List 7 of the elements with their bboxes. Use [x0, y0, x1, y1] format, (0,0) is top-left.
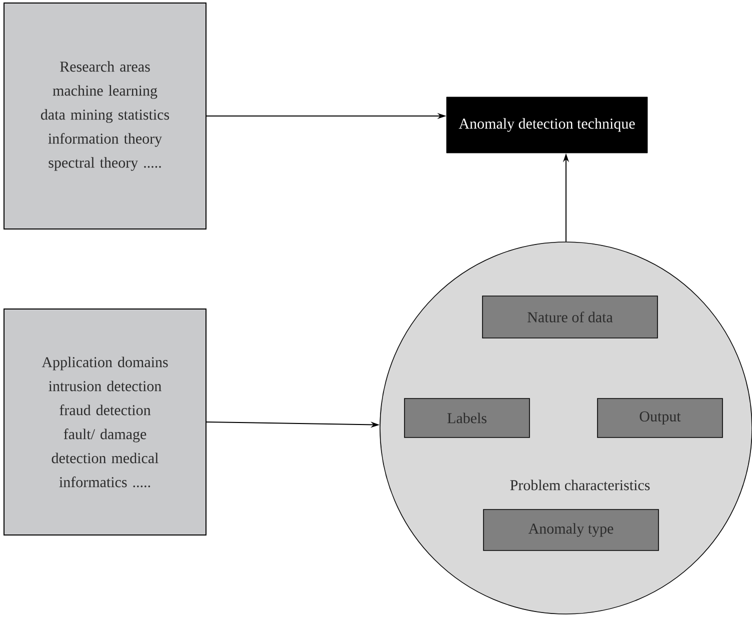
technique-box: Anomaly detection technique: [446, 96, 648, 154]
characteristic-box: Nature of data: [482, 296, 658, 338]
text-box: Application domains intrusion detection fraud detection fault/ damage detection medical informatics .....: [4, 308, 206, 536]
characteristic-box: Output: [597, 398, 723, 438]
characteristic-box: Labels: [404, 398, 530, 438]
text-box: Research areas machine learning data mining statistics information theory spectral theory .....: [4, 2, 206, 230]
characteristic-box: Anomaly type: [483, 509, 659, 551]
